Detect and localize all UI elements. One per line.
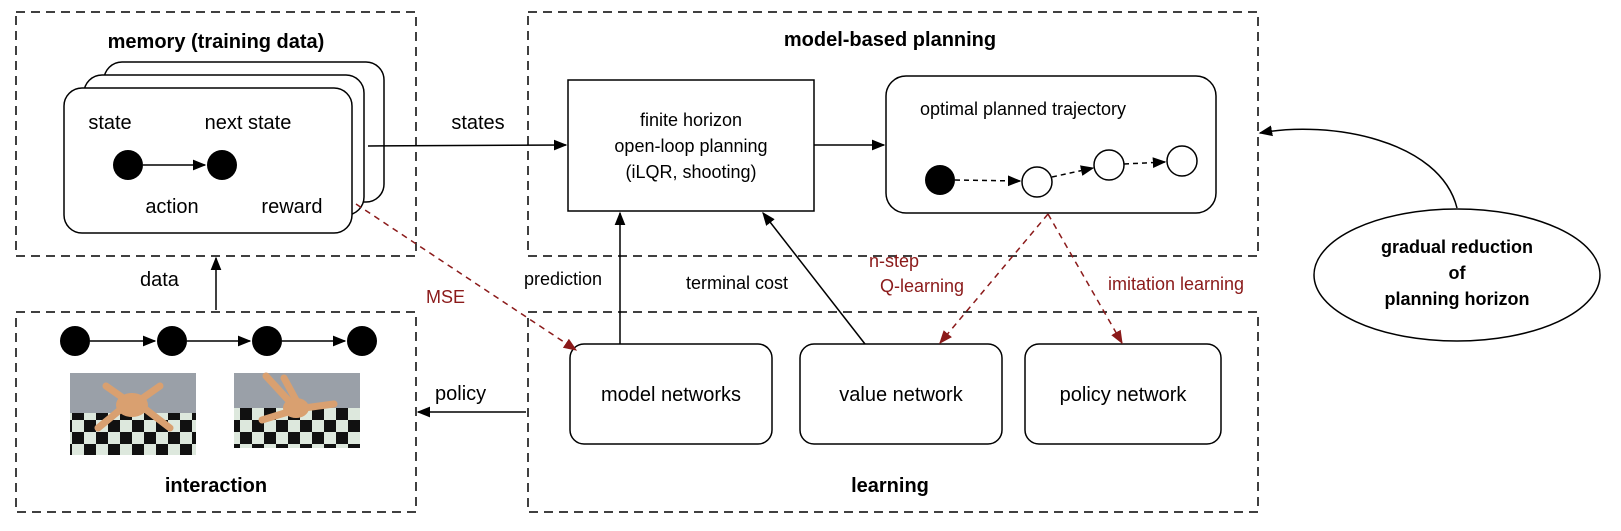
horizon-line-2: of (1449, 263, 1467, 283)
horizon-to-planning-arrow (1258, 125, 1458, 209)
trajectory-arrow-3 (1123, 157, 1167, 168)
planner-line-1: finite horizon (640, 110, 742, 130)
nstep-label-line-2: Q-learning (880, 276, 964, 296)
memory-title: memory (training data) (108, 31, 325, 53)
model-networks-box (569, 343, 773, 445)
trajectory-arrow-2 (1051, 165, 1095, 178)
next-state-node (207, 150, 237, 180)
learning-region (527, 311, 1259, 513)
state-label: state (88, 112, 131, 134)
trajectory-node-2 (1093, 149, 1125, 181)
value-network-label: value network (839, 384, 963, 406)
horizon-line-1: gradual reduction (1381, 237, 1533, 257)
episode-node-1 (60, 326, 90, 356)
interaction-title: interaction (165, 475, 267, 497)
planner-line-2: open-loop planning (614, 136, 767, 156)
model-networks-label: model networks (601, 384, 741, 406)
planning-region (527, 11, 1259, 257)
state-node (113, 150, 143, 180)
reward-label: reward (261, 196, 322, 218)
trajectory-arrow-1 (954, 175, 1022, 187)
states-arrow (367, 139, 568, 151)
interaction-region (15, 311, 417, 513)
data-label: data (140, 269, 180, 291)
memory-region (15, 11, 417, 257)
terminal-cost-label: terminal cost (686, 273, 788, 293)
episode-node-4 (347, 326, 377, 356)
trajectory-node-1 (1021, 166, 1053, 198)
ant-robot-image-2 (234, 372, 360, 448)
nstep-label-line-1: n-step (869, 251, 919, 271)
planner-line-3: (iLQR, shooting) (625, 162, 756, 182)
action-label: action (145, 196, 198, 218)
states-label: states (451, 112, 504, 134)
prediction-label: prediction (524, 269, 602, 289)
trajectory-title: optimal planned trajectory (920, 99, 1126, 119)
policy-network-label: policy network (1060, 384, 1188, 406)
mse-label: MSE (426, 287, 465, 307)
policy-label: policy (435, 383, 486, 405)
trajectory-box (885, 75, 1217, 214)
value-network-box (799, 343, 1003, 445)
policy-network-box (1024, 343, 1222, 445)
trajectory-start-node (925, 165, 955, 195)
horizon-line-3: planning horizon (1385, 289, 1530, 309)
imitation-learning-arrow (1047, 213, 1123, 345)
ant-robot-image-1 (70, 373, 196, 455)
terminal-cost-arrow (762, 211, 866, 345)
trajectory-node-3 (1166, 145, 1198, 177)
learning-title: learning (851, 475, 929, 497)
imitation-learning-label: imitation learning (1108, 274, 1244, 294)
horizon-reduction-ellipse (1313, 208, 1601, 342)
episode-node-2 (157, 326, 187, 356)
episode-node-3 (252, 326, 282, 356)
next-state-label: next state (205, 112, 292, 134)
mse-arrow (355, 203, 578, 351)
planning-title: model-based planning (784, 29, 996, 51)
